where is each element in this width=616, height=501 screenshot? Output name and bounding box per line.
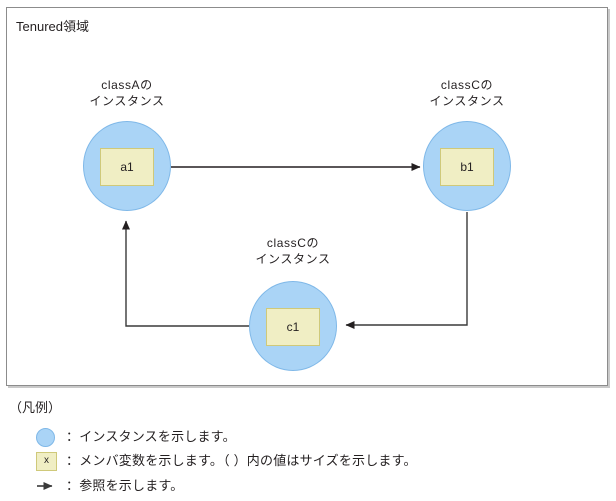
reference-arrow-icon: [36, 480, 66, 492]
tenured-region-title: Tenured領域: [16, 19, 89, 34]
member-variable-box-icon: x: [36, 451, 66, 471]
legend-item-member-variable: x ：メンバ変数を示します。（ ）内の値はサイズを示します。: [36, 450, 417, 472]
legend-item-member-variable-text: ：メンバ変数を示します。（ ）内の値はサイズを示します。: [66, 453, 417, 468]
instance-label-c1: classCの インスタンス: [255, 236, 331, 266]
legend-item-instance: ：インスタンスを示します。: [36, 426, 236, 448]
member-variable-a1: a1: [100, 148, 154, 186]
member-variable-c1: c1: [266, 308, 320, 346]
instance-circle-icon: [36, 427, 66, 447]
instance-node-a1[interactable]: classAの インスタンス a1: [83, 78, 171, 211]
member-variable-b1: b1: [440, 148, 494, 186]
member-variable-box-icon-label: x: [36, 451, 57, 471]
instance-node-b1[interactable]: classCの インスタンス b1: [423, 78, 511, 211]
instance-label-a1: classAの インスタンス: [89, 78, 165, 108]
legend-item-reference-text: ：参照を示します。: [66, 478, 184, 493]
instance-label-b1: classCの インスタンス: [429, 78, 505, 108]
instance-node-c1[interactable]: classCの インスタンス c1: [249, 236, 337, 371]
legend-item-reference: ：参照を示します。: [36, 475, 184, 497]
legend-item-instance-text: ：インスタンスを示します。: [66, 429, 236, 444]
legend-title: （凡例）: [9, 400, 62, 415]
